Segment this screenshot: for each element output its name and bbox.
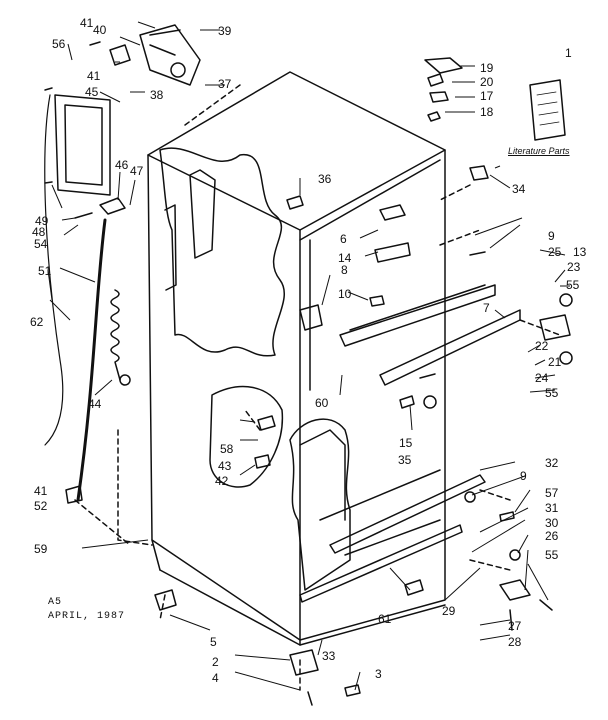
callout-label: 41: [34, 484, 48, 498]
control-housing: [139, 24, 201, 86]
callout-label: 39: [218, 24, 232, 38]
callout-label: 42: [215, 474, 229, 488]
callout-label: 41: [80, 16, 94, 30]
callout-label: 31: [545, 501, 559, 515]
callout-label: 44: [88, 397, 102, 411]
foot-2: [289, 649, 319, 676]
callout-label: 35: [398, 453, 412, 467]
callout-label: 6: [340, 232, 347, 246]
callout-label: 25: [548, 245, 562, 259]
callout-label: 26: [545, 529, 559, 543]
callout-label: 54: [34, 237, 48, 251]
callout-label: 58: [220, 442, 234, 456]
part-19: [424, 57, 463, 74]
callout-label: 27: [508, 619, 522, 633]
callout-label: 40: [93, 23, 107, 37]
callout-label: 19: [480, 61, 494, 75]
literature-booklet: [529, 79, 566, 141]
callout-label: 47: [130, 164, 144, 178]
callout-label: 55: [545, 548, 559, 562]
callout-label: 30: [545, 516, 559, 530]
rail-32: [329, 474, 486, 554]
callout-label: 21: [548, 355, 562, 369]
callout-label: 17: [480, 89, 494, 103]
callout-label: 51: [38, 264, 52, 278]
coil-44: [110, 289, 121, 381]
callout-label: 41: [87, 69, 101, 83]
callout-label: 32: [545, 456, 559, 470]
callout-label: 8: [341, 263, 348, 277]
callout-label: 28: [508, 635, 522, 649]
callout-label: 60: [315, 396, 329, 410]
callout-label: 62: [30, 315, 44, 329]
rail-61: [299, 524, 463, 603]
cutaway-upper: [159, 147, 286, 357]
callout-label: 33: [322, 649, 336, 663]
callout-label: 57: [545, 486, 559, 500]
cutaway-lower: [289, 418, 351, 591]
literature-parts-label: Literature Parts: [508, 146, 570, 156]
callout-label: 9: [548, 229, 555, 243]
callout-label: 45: [85, 85, 99, 99]
callout-label: 49: [35, 214, 49, 228]
callout-label: 29: [442, 604, 456, 618]
callout-label: 43: [218, 459, 232, 473]
diagram-code: A5: [48, 597, 63, 608]
callout-label: 52: [34, 499, 48, 513]
callout-label: 36: [318, 172, 332, 186]
callout-label: 18: [480, 105, 494, 119]
callout-label: 37: [218, 77, 232, 91]
callout-label: 5: [210, 635, 217, 649]
cabinet-shell: [147, 71, 446, 641]
callout-label: 7: [483, 301, 490, 315]
callout-label: 23: [567, 260, 581, 274]
callout-label: 14: [338, 251, 352, 265]
callout-label: 38: [150, 88, 164, 102]
callout-label: 20: [480, 75, 494, 89]
callout-label: 48: [32, 225, 46, 239]
callout-label: 10: [338, 287, 352, 301]
callout-label: 55: [545, 386, 559, 400]
callout-label: 22: [535, 339, 549, 353]
rail-7: [339, 284, 496, 347]
hose-51: [76, 218, 107, 502]
callout-label: 4: [212, 671, 219, 685]
callout-label: 13: [573, 245, 587, 259]
callout-label: 61: [378, 612, 392, 626]
callout-label: 56: [52, 37, 66, 51]
callout-label: 55: [566, 278, 580, 292]
foot-5: [154, 589, 177, 611]
callout-label: 1: [565, 46, 572, 60]
callout-label: 9: [520, 469, 527, 483]
callout-label: 15: [399, 436, 413, 450]
callout-label: 24: [535, 371, 549, 385]
diagram-date: APRIL, 1987: [48, 611, 126, 622]
callout-label: 59: [34, 542, 48, 556]
callout-label: 3: [375, 667, 382, 681]
callout-label: 46: [115, 158, 129, 172]
callout-label: 34: [512, 182, 526, 196]
callout-label: 2: [212, 655, 219, 669]
